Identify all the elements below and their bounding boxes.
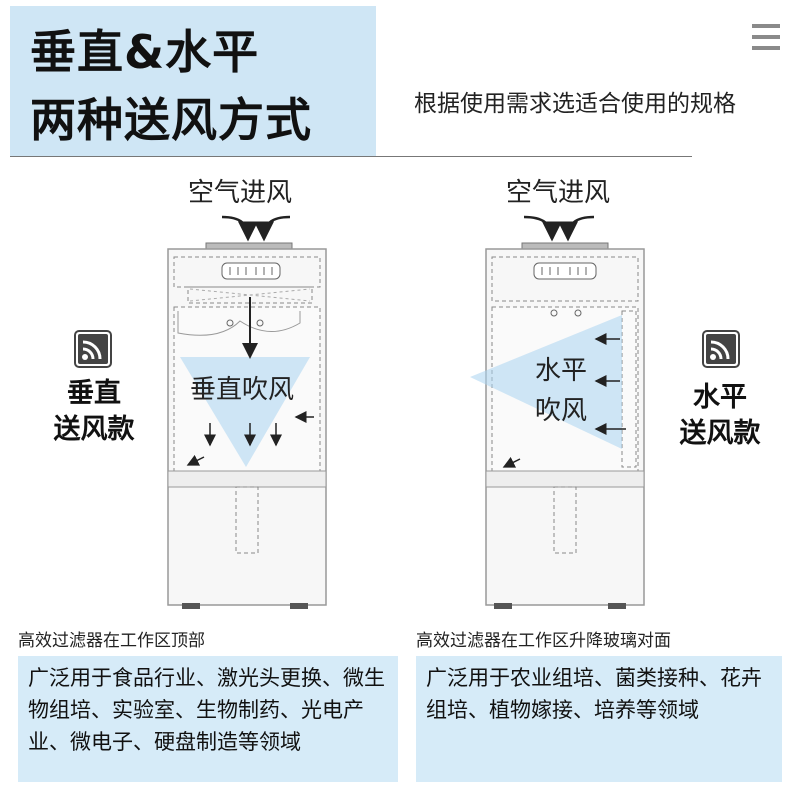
title-line-1: 垂直&水平 <box>30 25 260 79</box>
vertical-airflow-label: 垂直吹风 <box>190 375 295 405</box>
header-divider <box>10 156 692 157</box>
right-air-inlet-label: 空气进风 <box>506 178 611 208</box>
title-line-2: 两种送风方式 <box>30 93 312 147</box>
subtitle: 根据使用需求选适合使用的规格 <box>414 91 736 117</box>
left-caption: 高效过滤器在工作区顶部 <box>18 631 205 651</box>
vertical-flow-cabinet-diagram <box>167 215 327 609</box>
left-application-description: 广泛用于食品行业、激光头更换、微生物组培、实验室、生物制药、光电产业、微电子、硬… <box>18 656 398 782</box>
horizontal-airflow-label-line-2: 吹风 <box>535 396 588 426</box>
left-air-inlet-label: 空气进风 <box>188 178 293 208</box>
horizontal-flow-cabinet-diagram <box>470 215 645 609</box>
vertical-supply-label-line-1: 垂直 <box>67 378 121 409</box>
right-application-description: 广泛用于农业组培、菌类接种、花卉组培、植物嫁接、培养等领域 <box>416 656 782 782</box>
hamburger-menu-icon[interactable] <box>752 24 780 52</box>
horizontal-supply-label-line-2: 送风款 <box>679 418 761 449</box>
vertical-supply-label: 垂直 送风款 <box>46 376 142 448</box>
horizontal-supply-label-line-1: 水平 <box>693 382 747 413</box>
rss-feed-icon <box>74 330 112 368</box>
rss-feed-icon <box>702 330 740 368</box>
horizontal-airflow-label-line-1: 水平 <box>535 356 588 386</box>
horizontal-supply-label: 水平 送风款 <box>672 380 768 452</box>
vertical-supply-label-line-2: 送风款 <box>53 414 135 445</box>
right-caption: 高效过滤器在工作区升降玻璃对面 <box>416 631 671 651</box>
title-banner: 垂直&水平 两种送风方式 <box>10 6 376 156</box>
